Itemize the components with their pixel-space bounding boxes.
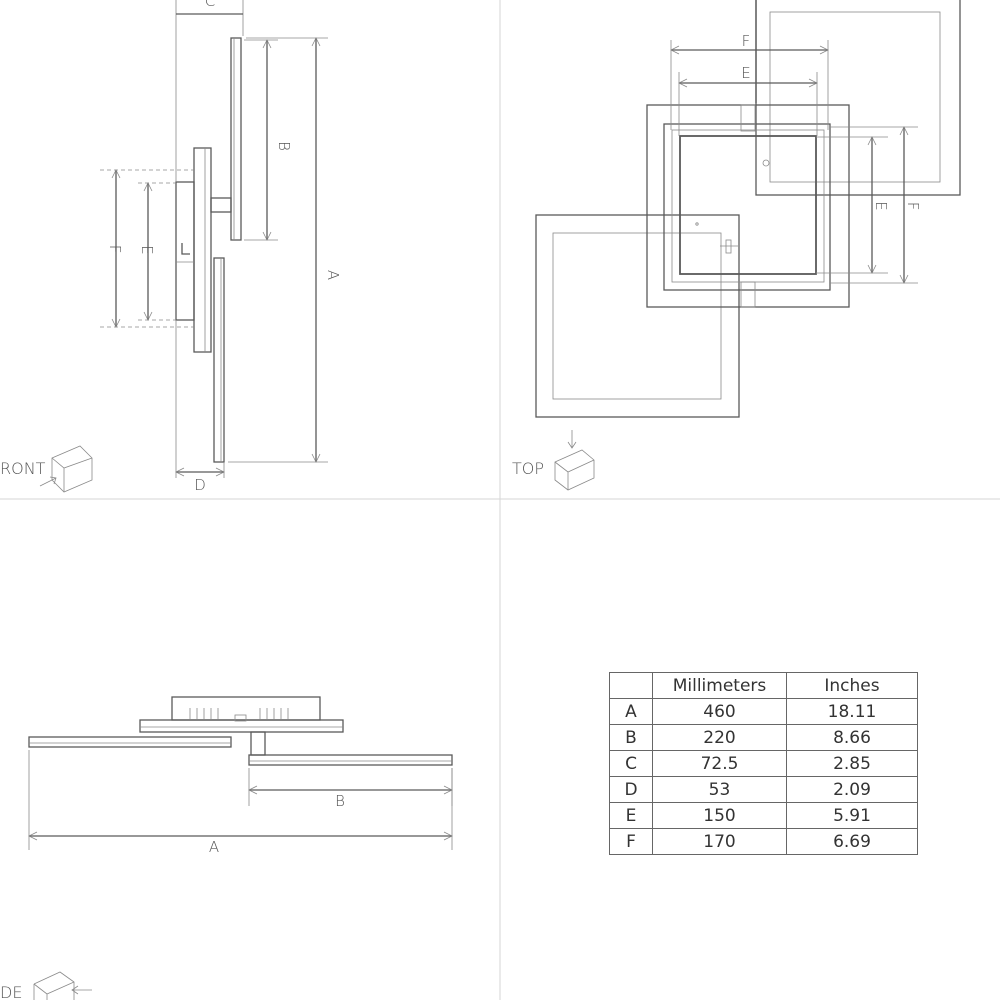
row-mm: 53	[652, 776, 787, 803]
front-dim-label-c: C	[205, 0, 215, 10]
row-label: D	[609, 776, 653, 803]
top-dim-label-e-vertical: E	[872, 201, 890, 210]
table-header-corner	[609, 672, 653, 699]
row-label: A	[609, 698, 653, 725]
row-mm: 170	[652, 828, 787, 855]
front-view	[39, 0, 328, 493]
row-label: C	[609, 750, 653, 777]
top-dim-label-f-vertical: F	[904, 202, 922, 211]
front-dim-label-e: E	[138, 245, 156, 254]
top-dim-label-f: F	[742, 32, 751, 50]
front-dim-label-d: D	[194, 476, 206, 494]
table-header-inches: Inches	[786, 672, 918, 699]
row-label: F	[609, 828, 653, 855]
table-row: D 53 2.09	[609, 776, 918, 803]
dimension-table: Millimeters Inches A 460 18.11 B 220 8.6…	[609, 672, 918, 855]
row-in: 2.85	[786, 750, 918, 777]
top-view-label: TOP	[512, 459, 544, 478]
table-row: A 460 18.11	[609, 698, 918, 725]
row-mm: 220	[652, 724, 787, 751]
front-view-label: RONT	[0, 459, 46, 478]
table-header-row: Millimeters Inches	[609, 672, 918, 699]
row-mm: 150	[652, 802, 787, 829]
side-dim-label-a: A	[209, 838, 219, 856]
side-dim-label-b: B	[335, 792, 345, 810]
side-view	[28, 696, 453, 1000]
row-in: 5.91	[786, 802, 918, 829]
top-view-cube-icon	[554, 430, 595, 491]
front-dim-label-f: F	[106, 245, 124, 254]
side-view-cube-icon	[33, 971, 92, 1000]
row-mm: 460	[652, 698, 787, 725]
row-mm: 72.5	[652, 750, 787, 777]
table-row: C 72.5 2.85	[609, 750, 918, 777]
row-label: E	[609, 802, 653, 829]
table-row: F 170 6.69	[609, 828, 918, 855]
front-dim-label-b: B	[275, 141, 293, 151]
top-view	[535, 0, 961, 491]
row-in: 6.69	[786, 828, 918, 855]
row-in: 8.66	[786, 724, 918, 751]
table-row: B 220 8.66	[609, 724, 918, 751]
row-label: B	[609, 724, 653, 751]
front-view-cube-icon	[39, 445, 93, 493]
table-header-millimeters: Millimeters	[652, 672, 787, 699]
top-dim-label-e: E	[741, 64, 750, 82]
row-in: 18.11	[786, 698, 918, 725]
side-view-label: DE	[0, 983, 22, 1000]
row-in: 2.09	[786, 776, 918, 803]
table-row: E 150 5.91	[609, 802, 918, 829]
front-dim-label-a: A	[324, 270, 342, 280]
